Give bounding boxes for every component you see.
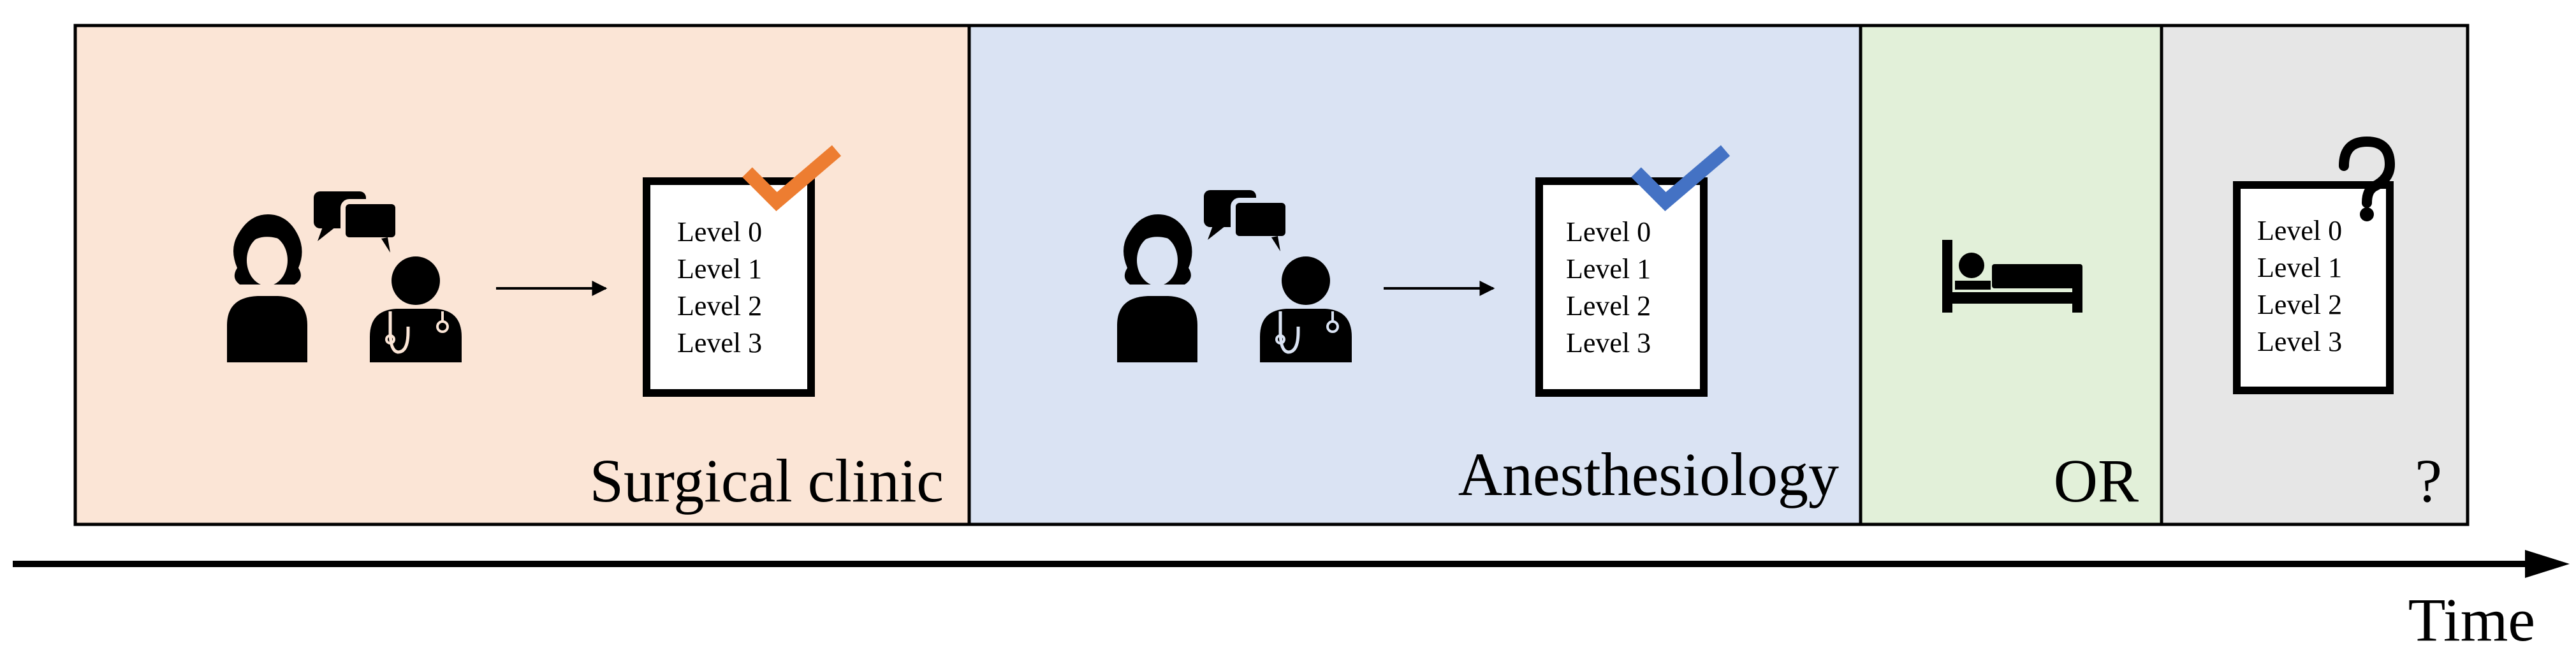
- level-1-text: Level 1: [677, 253, 762, 285]
- doctor-icon: [1260, 256, 1352, 362]
- level-2-text: Level 2: [677, 290, 762, 322]
- checklist-card: [643, 177, 815, 397]
- checklist-anesthesiology: Level 0 Level 1 Level 2 Level 3: [1535, 145, 1731, 397]
- level-1-text: Level 1: [2257, 252, 2342, 283]
- level-0-text: Level 0: [1566, 216, 1651, 248]
- level-3-text: Level 3: [1566, 327, 1651, 359]
- consultation-group-anesthesiology: [1117, 190, 1352, 362]
- checkmark-icon: [742, 145, 842, 211]
- checklist-unknown: Level 0 Level 1 Level 2 Level 3: [2233, 136, 2396, 394]
- level-0-text: Level 0: [677, 216, 762, 248]
- stage-panel-surgical-clinic: [73, 24, 971, 526]
- speech-bubbles-icon: [1204, 190, 1291, 251]
- timeline-axis: [13, 550, 2570, 578]
- patient-icon: [227, 214, 307, 362]
- level-3-text: Level 3: [677, 327, 762, 359]
- level-2-text: Level 2: [1566, 290, 1651, 322]
- level-0-text: Level 0: [2257, 215, 2342, 246]
- question-mark-icon: [2339, 136, 2396, 221]
- doctor-icon: [370, 256, 462, 362]
- stage-label-or: OR: [2054, 447, 2139, 515]
- level-3-text: Level 3: [2257, 326, 2342, 357]
- checkmark-icon: [1631, 145, 1731, 211]
- stage-panel-anesthesiology: [967, 24, 1862, 526]
- consultation-group-surgical: [227, 191, 462, 362]
- speech-bubbles-icon: [314, 191, 400, 253]
- patient-icon: [1117, 214, 1197, 362]
- hospital-bed-icon: [1942, 240, 2082, 313]
- stage-label-unknown: ?: [2415, 447, 2442, 515]
- stage-label-anesthesiology: Anesthesiology: [1458, 440, 1839, 508]
- checklist-card: [1535, 177, 1708, 397]
- checklist-surgical: Level 0 Level 1 Level 2 Level 3: [643, 145, 842, 397]
- level-1-text: Level 1: [1566, 253, 1651, 285]
- level-2-text: Level 2: [2257, 289, 2342, 320]
- stage-label-surgical-clinic: Surgical clinic: [590, 447, 944, 515]
- timeline-label: Time: [2408, 586, 2535, 654]
